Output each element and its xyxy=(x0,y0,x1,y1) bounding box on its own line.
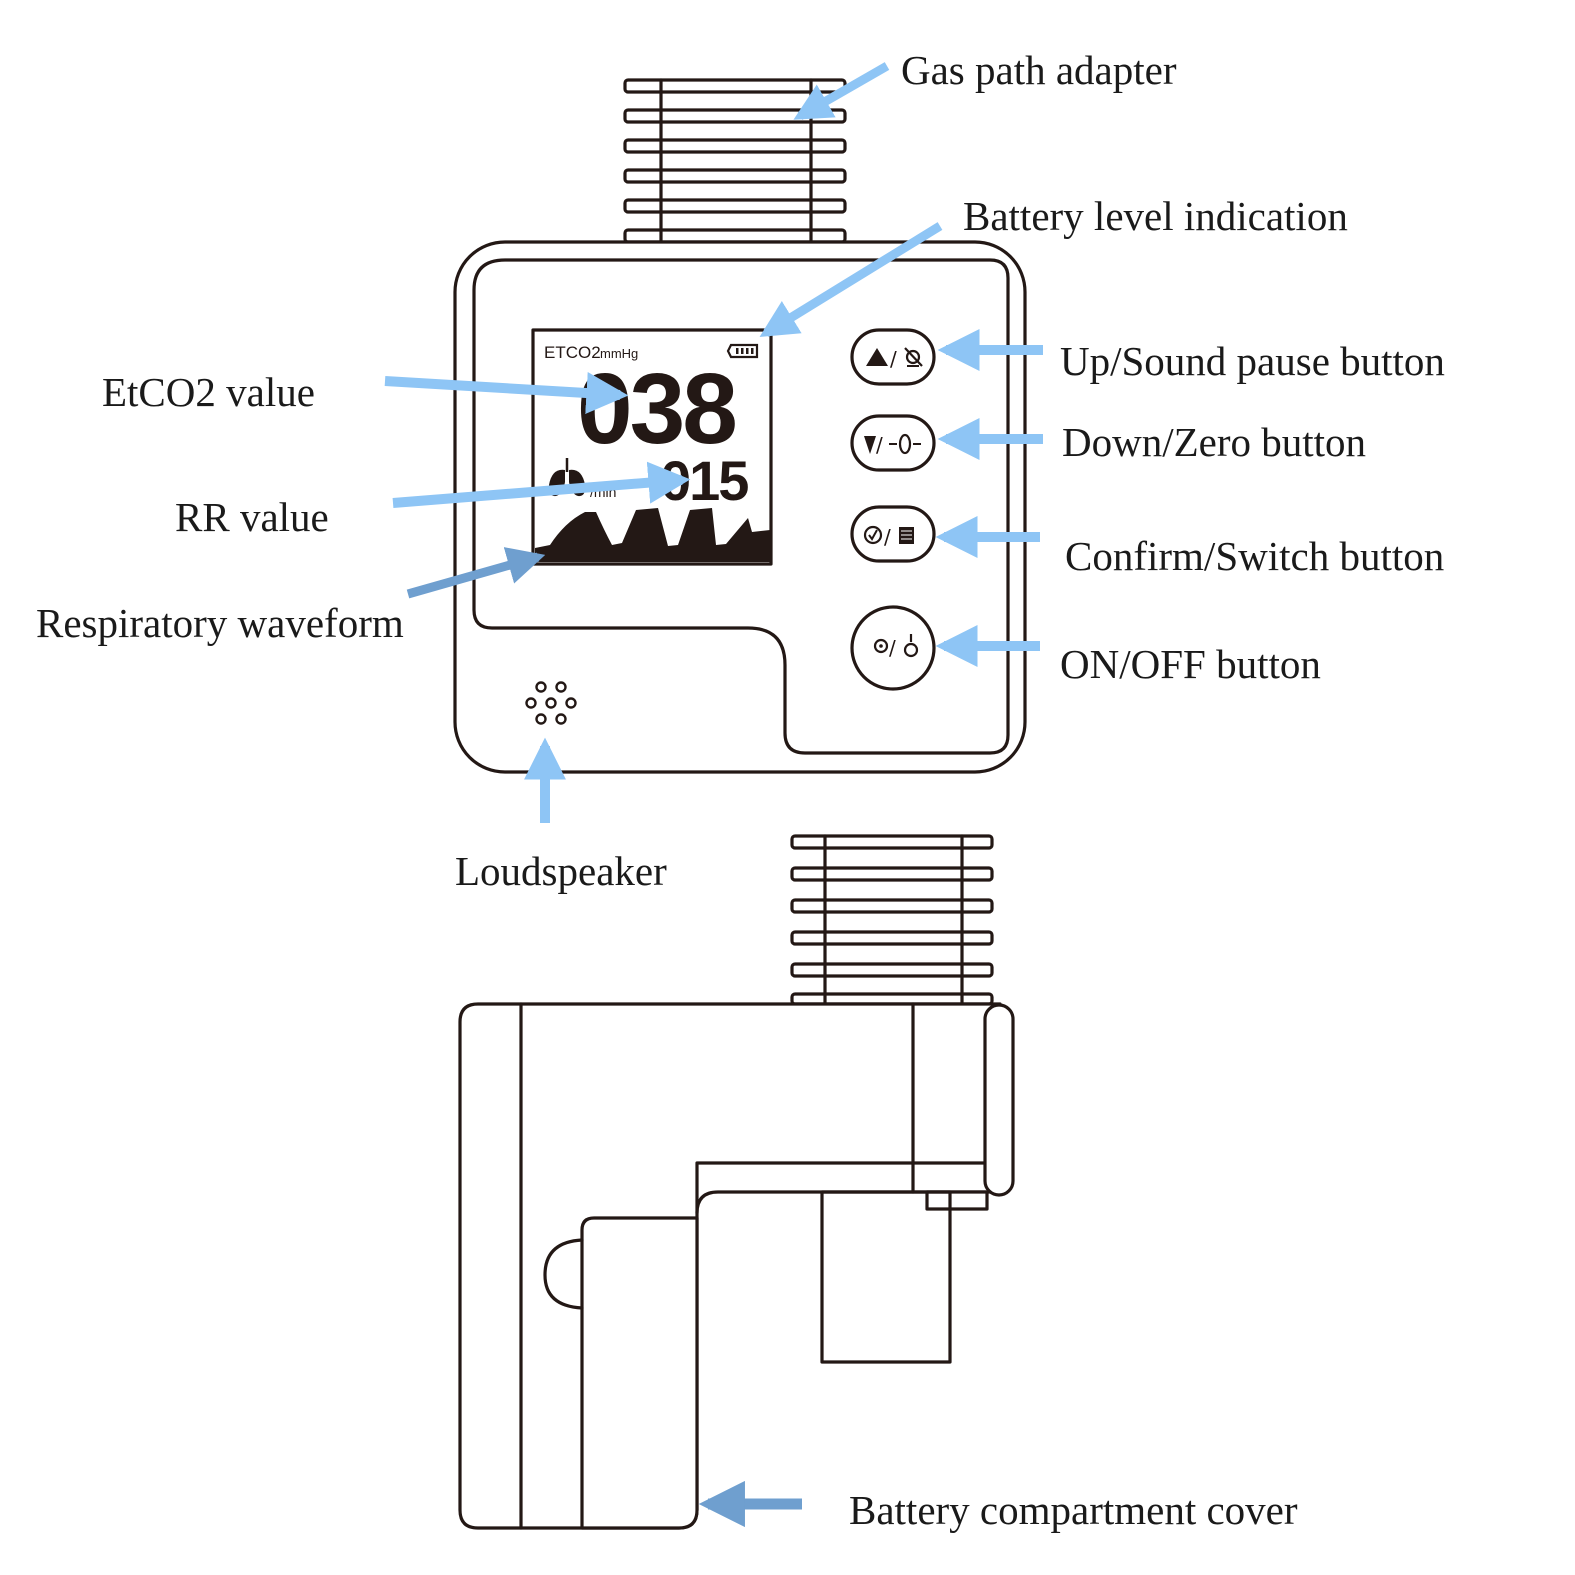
lcd-screen: ETCO2 mmHg 038 /min 015 xyxy=(531,328,773,566)
label-confirm-switch: Confirm/Switch button xyxy=(1065,533,1444,579)
device-body-side xyxy=(458,1002,1015,1530)
up-sound-pause-button[interactable]: / xyxy=(850,328,936,386)
down-triangle-icon xyxy=(864,436,876,454)
label-up-sound-pause: Up/Sound pause button xyxy=(1060,338,1445,384)
respiratory-waveform xyxy=(535,508,770,562)
confirm-switch-button[interactable]: / xyxy=(850,505,936,563)
down-zero-button[interactable]: / xyxy=(850,414,936,472)
separator: / xyxy=(876,433,883,457)
label-etco2-value: EtCO2 value xyxy=(102,369,315,415)
loudspeaker-grille xyxy=(525,681,577,725)
gas-path-adapter-front xyxy=(623,78,847,246)
label-on-off: ON/OFF button xyxy=(1060,641,1321,687)
label-gas-path-adapter: Gas path adapter xyxy=(901,47,1177,93)
callout-labels: Gas path adapter Battery level indicatio… xyxy=(36,47,1445,1533)
battery-icon xyxy=(726,343,759,359)
alarm-mute-icon xyxy=(904,347,923,367)
separator: / xyxy=(890,347,897,371)
power-icon xyxy=(903,634,919,658)
separator: / xyxy=(889,636,896,660)
on-off-button[interactable]: / xyxy=(850,605,936,691)
parameter-label: ETCO2 xyxy=(544,343,601,362)
separator: / xyxy=(884,525,891,549)
confirm-check-icon xyxy=(863,525,883,545)
up-triangle-icon xyxy=(866,348,888,366)
arrow-gas-path-adapter xyxy=(793,62,890,120)
standby-icon xyxy=(873,638,889,654)
label-rr-value: RR value xyxy=(175,494,329,540)
arrow-battery-level xyxy=(759,222,943,337)
gas-path-adapter-side xyxy=(790,834,994,1006)
switch-screen-icon xyxy=(899,527,914,544)
label-respiratory-waveform: Respiratory waveform xyxy=(36,600,404,646)
label-loudspeaker: Loudspeaker xyxy=(455,848,667,894)
unit-label: mmHg xyxy=(600,346,638,361)
arrow-respiratory-waveform xyxy=(406,547,546,599)
label-battery-cover: Battery compartment cover xyxy=(849,1487,1298,1533)
label-battery-level: Battery level indication xyxy=(963,193,1348,239)
zero-icon xyxy=(889,433,921,455)
label-down-zero: Down/Zero button xyxy=(1062,419,1366,465)
arrow-rr-value xyxy=(392,461,691,508)
callout-arrows xyxy=(384,62,1043,1528)
battery-compartment-cover[interactable] xyxy=(543,1216,699,1530)
arrow-etco2-value xyxy=(384,372,629,414)
